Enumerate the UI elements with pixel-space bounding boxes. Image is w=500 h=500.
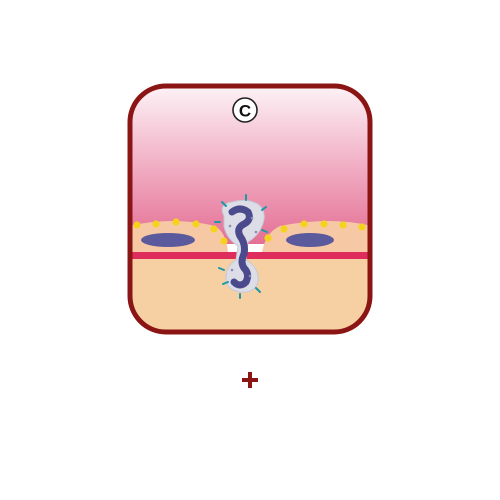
plus-icon bbox=[242, 372, 258, 388]
panel-label-text: C bbox=[239, 102, 251, 121]
panel-frame bbox=[127, 83, 373, 335]
endothelial-nucleus-right bbox=[286, 233, 334, 247]
add-button[interactable] bbox=[238, 368, 262, 392]
adhesion-molecules bbox=[133, 218, 366, 245]
endothelial-nucleus-left bbox=[141, 233, 195, 247]
basement-membrane bbox=[130, 252, 370, 259]
panel-label: C bbox=[232, 97, 258, 123]
leukocyte bbox=[214, 194, 268, 299]
